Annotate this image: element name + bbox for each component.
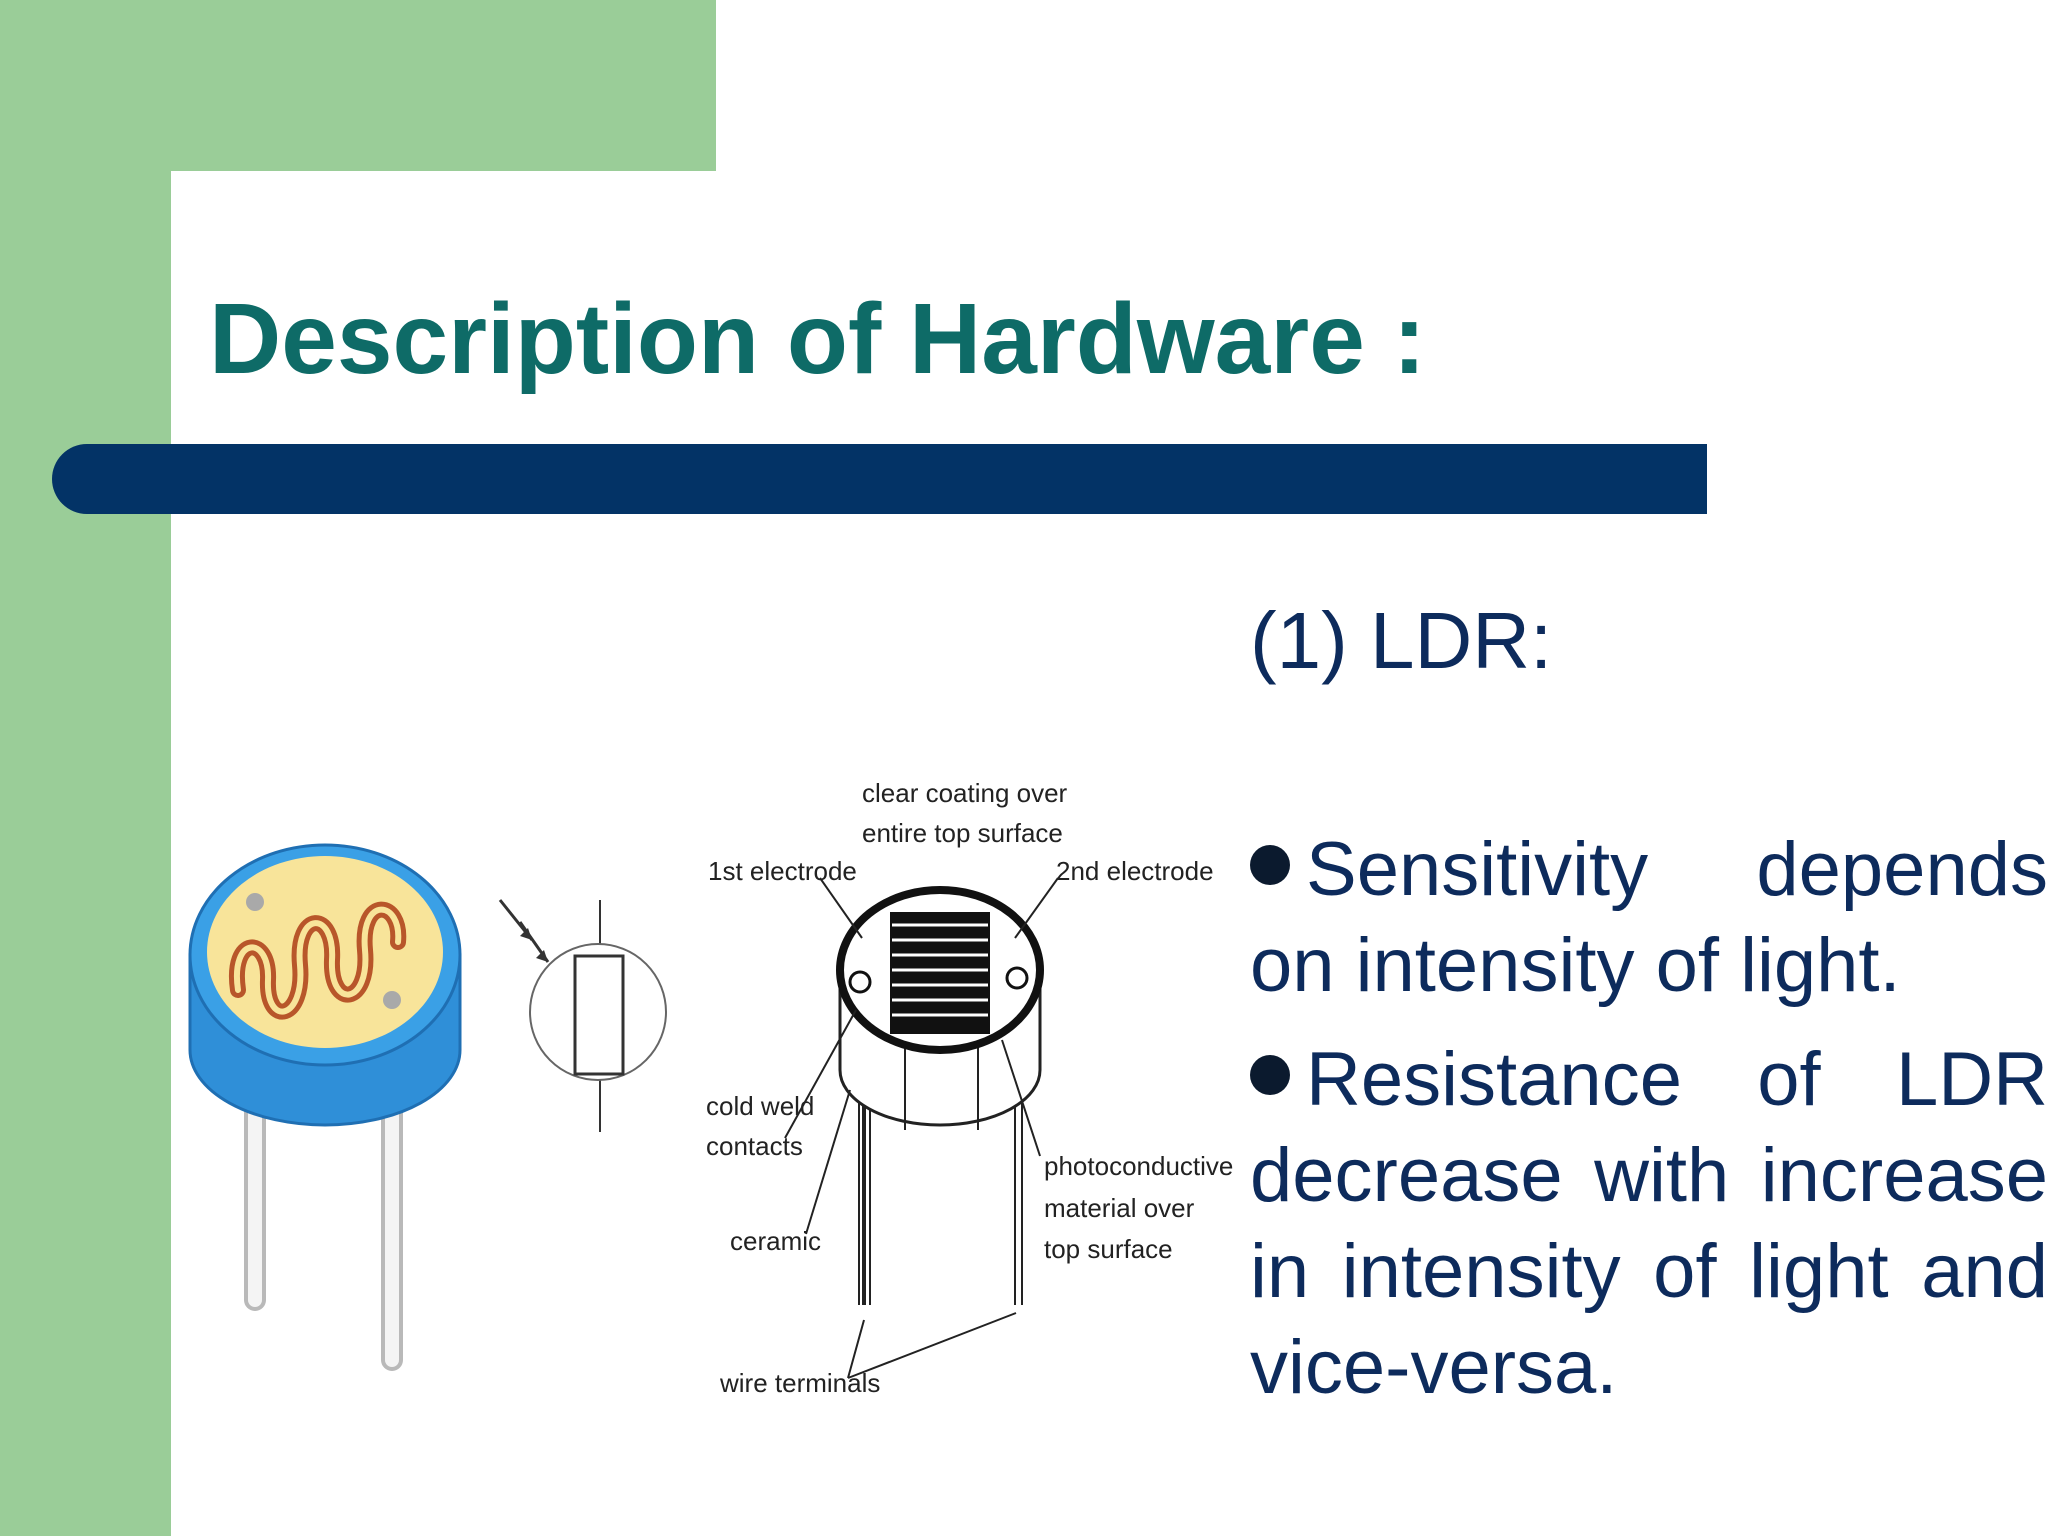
label-cold-weld-1: cold weld [706,1091,814,1121]
title-underline-bar [52,444,1707,514]
label-photoconductive-1: photoconductive [1044,1151,1233,1181]
label-ceramic: ceramic [730,1226,821,1256]
label-first-electrode: 1st electrode [708,856,857,886]
ldr-figure: clear coating over entire top surface 1s… [170,760,1233,1420]
label-second-electrode: 2nd electrode [1056,856,1214,886]
label-cold-weld-2: contacts [706,1131,803,1161]
bullet-item: Sensitivity depends on intensity of ligh… [1250,822,2048,1014]
ldr-construction-diagram: clear coating over entire top surface 1s… [706,778,1233,1398]
content-panel [171,171,2048,1536]
bullet-dot-icon [1250,1054,1290,1095]
bullet-dot-icon [1250,844,1290,885]
ldr-bullet-list: Sensitivity depends on intensity of ligh… [1250,822,2048,1434]
ldr-photo-illustration [188,843,462,1371]
ldr-subheading: (1) LDR: [1250,596,1553,685]
bullet-text: Sensitivity depends on intensity of ligh… [1250,827,2048,1008]
label-photoconductive-3: top surface [1044,1234,1173,1264]
label-clear-coating-2: entire top surface [862,818,1063,848]
bullet-item: Resistance of LDR decrease with increase… [1250,1032,2048,1416]
label-wire-terminals: wire terminals [719,1368,880,1398]
ldr-schematic-symbol [498,899,667,1132]
bullet-text: Resistance of LDR decrease with increase… [1250,1037,2048,1410]
green-side-strip [0,0,171,1536]
label-photoconductive-2: material over [1044,1193,1195,1223]
label-clear-coating-1: clear coating over [862,778,1068,808]
slide-title: Description of Hardware : [209,283,1426,395]
